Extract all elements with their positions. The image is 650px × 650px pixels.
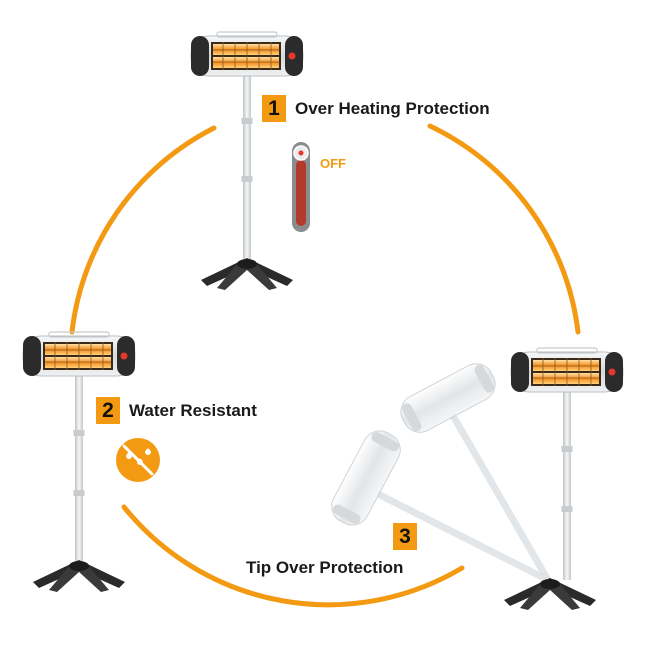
feature-tip-over: Tip Over Protection <box>246 558 403 578</box>
heater-left <box>22 331 136 592</box>
feature-over-heating: 1 Over Heating Protection <box>262 95 490 122</box>
feature-water-resistant: 2 Water Resistant <box>96 397 257 424</box>
orange-cycle-arcs <box>69 123 581 608</box>
heater-top <box>190 31 304 290</box>
feature-tip-over-badge: 3 <box>393 523 417 550</box>
feature-number-badge: 3 <box>393 523 417 550</box>
feature-number-badge: 2 <box>96 397 120 424</box>
heater-right-tipping <box>325 347 624 610</box>
feature-label: Over Heating Protection <box>295 98 490 118</box>
water-resistant-icon <box>116 438 160 482</box>
feature-label: Tip Over Protection <box>246 558 404 577</box>
switch-off-label: OFF <box>320 156 346 171</box>
temperature-switch-icon <box>292 142 310 232</box>
feature-label: Water Resistant <box>129 400 257 420</box>
feature-number-badge: 1 <box>262 95 286 122</box>
